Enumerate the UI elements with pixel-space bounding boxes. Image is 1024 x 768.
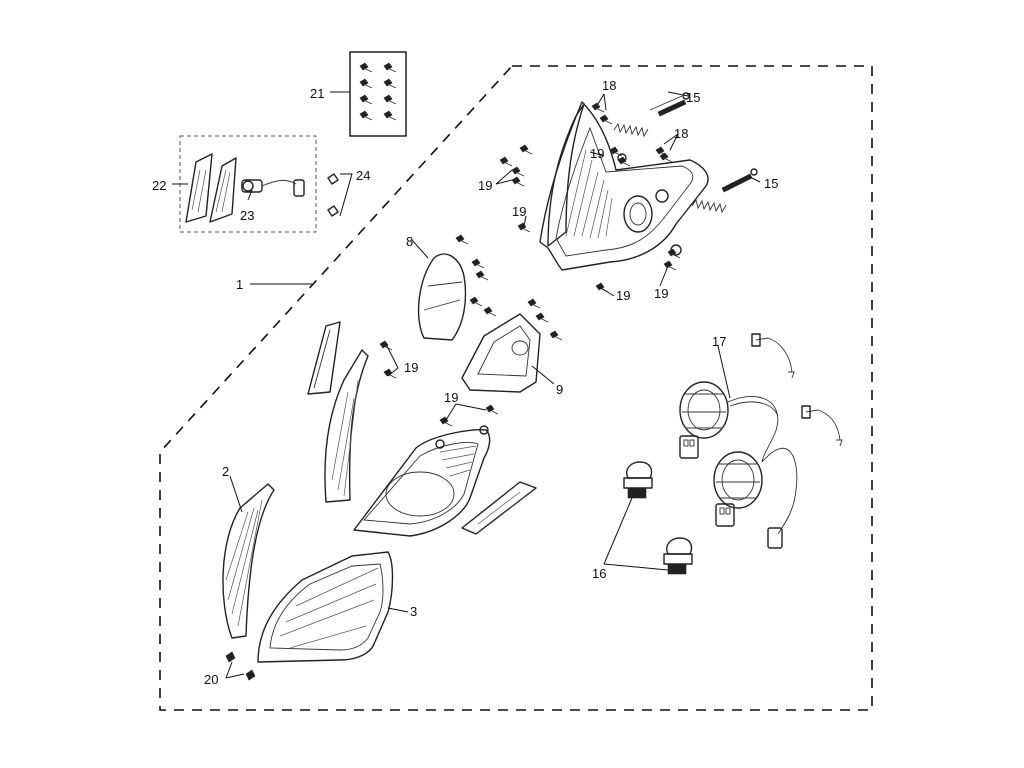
kit-screw (383, 78, 397, 89)
small-screw (659, 152, 673, 163)
small-screw (455, 234, 469, 245)
small-screw (599, 114, 613, 125)
small-screw (511, 176, 525, 187)
small-screw (511, 166, 525, 177)
turn-signal-subassembly (179, 135, 339, 233)
housing-hatch (565, 149, 613, 239)
lower-trim-strip (461, 481, 537, 535)
lens-screws (225, 651, 256, 681)
headlight-lens-cover (257, 551, 394, 663)
small-screw (519, 144, 533, 155)
ground-lead-upper (751, 333, 795, 379)
small-screw (535, 312, 549, 323)
small-screw (549, 330, 563, 341)
callout-23: 23 (240, 208, 254, 223)
callout-18-top: 18 (602, 78, 616, 93)
screw-kit-screws (359, 62, 397, 121)
adjuster-screw-upper (613, 92, 690, 138)
headlight-housing (539, 101, 709, 271)
small-screw (379, 340, 393, 351)
small-screw (667, 248, 681, 259)
callout-16: 16 (592, 566, 606, 581)
callout-1: 1 (236, 277, 243, 292)
small-screw (591, 102, 605, 113)
small-screw (469, 296, 483, 307)
callout-19-f: 19 (404, 360, 418, 375)
headlight-bezel (353, 425, 491, 537)
housing-bulb-port (623, 195, 653, 233)
kit-screw (383, 94, 397, 105)
callout-19-c: 19 (512, 204, 526, 219)
bulb-socket-lower (713, 451, 763, 527)
small-screw (617, 156, 631, 167)
kit-screw (383, 62, 397, 73)
small-screw (609, 146, 623, 157)
callout-17: 17 (712, 334, 726, 349)
spring-upper (613, 122, 649, 138)
callout-19-d: 19 (616, 288, 630, 303)
callout-8: 8 (406, 234, 413, 249)
turn-signal-clips (327, 173, 339, 217)
bulb-lower (663, 537, 693, 575)
bulb-harness (679, 333, 843, 549)
housing-side-panel (547, 103, 585, 247)
callout-18-mid: 18 (674, 126, 688, 141)
position-lamp-left (417, 253, 467, 341)
kit-screw (359, 62, 373, 73)
adjuster-screws (613, 92, 758, 214)
leader-lines (172, 91, 761, 679)
callouts: 21 22 23 24 1 8 9 2 3 16 17 20 18 15 18 … (152, 78, 778, 687)
kit-screw (383, 110, 397, 121)
callout-24: 24 (356, 168, 370, 183)
assembly-boundary (159, 65, 873, 711)
small-screw (499, 156, 513, 167)
small-screw (471, 258, 485, 269)
kit-screw (359, 94, 373, 105)
turn-signal-lens-inner (209, 157, 237, 223)
small-screw (475, 270, 489, 281)
callout-22: 22 (152, 178, 166, 193)
spring-lower (691, 198, 727, 214)
small-screw (439, 416, 453, 427)
screw-kit-group (349, 51, 407, 137)
bulb-socket-upper (679, 381, 729, 459)
turn-signal-lens-outer (185, 153, 213, 223)
callout-19-b: 19 (590, 146, 604, 161)
callout-19-g: 19 (444, 390, 458, 405)
kit-screw (359, 110, 373, 121)
side-reflector-panel (324, 349, 369, 503)
housing-inner (555, 126, 694, 257)
small-screw (663, 260, 677, 271)
small-screws (379, 102, 681, 427)
small-screw (483, 306, 497, 317)
small-screw (527, 298, 541, 309)
turn-signal-lens-hatch (191, 169, 231, 213)
callout-19-a: 19 (478, 178, 492, 193)
ground-lead-lower (801, 405, 843, 447)
bulb-upper (623, 461, 653, 499)
callout-9: 9 (556, 382, 563, 397)
callout-15-top: 15 (686, 90, 700, 105)
outer-lens (222, 483, 275, 639)
turn-signal-socket (241, 179, 305, 197)
callout-21: 21 (310, 86, 324, 101)
position-lamp-right (461, 313, 541, 393)
side-cover-strip (307, 321, 341, 395)
callout-3: 3 (410, 604, 417, 619)
kit-screw (359, 78, 373, 89)
callout-2: 2 (222, 464, 229, 479)
small-screw (485, 404, 499, 415)
callout-15-right: 15 (764, 176, 778, 191)
callout-20: 20 (204, 672, 218, 687)
screw-kit-box (349, 51, 407, 137)
callout-19-e: 19 (654, 286, 668, 301)
housing-frame (539, 101, 709, 271)
headlight-bulbs (623, 461, 693, 575)
small-screw (383, 368, 397, 379)
harness-wires (727, 395, 798, 535)
